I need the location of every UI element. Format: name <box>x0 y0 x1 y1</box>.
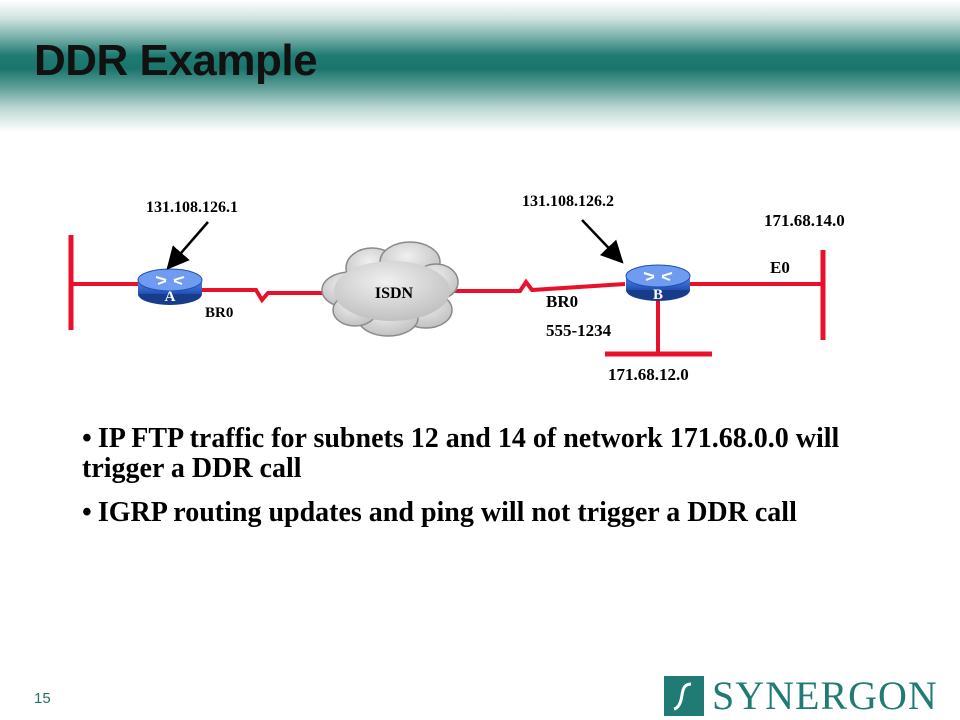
arrow-address-b <box>581 219 624 264</box>
arrow-address-a <box>166 221 209 270</box>
slide-title: DDR Example <box>34 36 318 85</box>
router-b-interface: BR0 <box>546 292 578 311</box>
link-a-isdn <box>200 288 330 304</box>
slide-number: 15 <box>34 690 51 707</box>
router-b-address: 131.108.126.2 <box>522 193 614 210</box>
link-isdn-b <box>446 278 626 293</box>
router-b-name: B <box>653 287 663 303</box>
network-diagram: ISDN A B 131.108.126.1 BR0 131.108.126.2… <box>68 193 845 384</box>
synergon-logo: SYNERGON <box>664 676 938 716</box>
bullet-list: •IP FTP traffic for subnets 12 and 14 of… <box>82 424 842 542</box>
logo-text: SYNERGON <box>712 673 938 718</box>
header-band <box>0 0 960 132</box>
bullet-text: IP FTP traffic for subnets 12 and 14 of … <box>82 423 840 484</box>
bullet-item: •IP FTP traffic for subnets 12 and 14 of… <box>82 424 842 484</box>
cloud-label: ISDN <box>375 285 414 302</box>
ethernet-interface: E0 <box>770 258 790 277</box>
router-b-icon <box>625 264 691 301</box>
logo-mark-icon <box>664 676 704 716</box>
lower-subnet: 171.68.12.0 <box>608 365 689 384</box>
router-a-name: A <box>165 289 176 305</box>
bullet-text: IGRP routing updates and ping will not t… <box>97 497 797 528</box>
router-a-address: 131.108.126.1 <box>146 199 238 216</box>
router-b-phone: 555-1234 <box>546 321 612 340</box>
ethernet-subnet: 171.68.14.0 <box>764 211 845 230</box>
router-a-icon <box>137 268 203 305</box>
bullet-dot-icon: • <box>82 423 92 454</box>
bullet-dot-icon: • <box>82 497 92 528</box>
isdn-cloud <box>321 241 459 337</box>
router-a-interface: BR0 <box>205 305 233 321</box>
bullet-item: •IGRP routing updates and ping will not … <box>82 498 842 528</box>
